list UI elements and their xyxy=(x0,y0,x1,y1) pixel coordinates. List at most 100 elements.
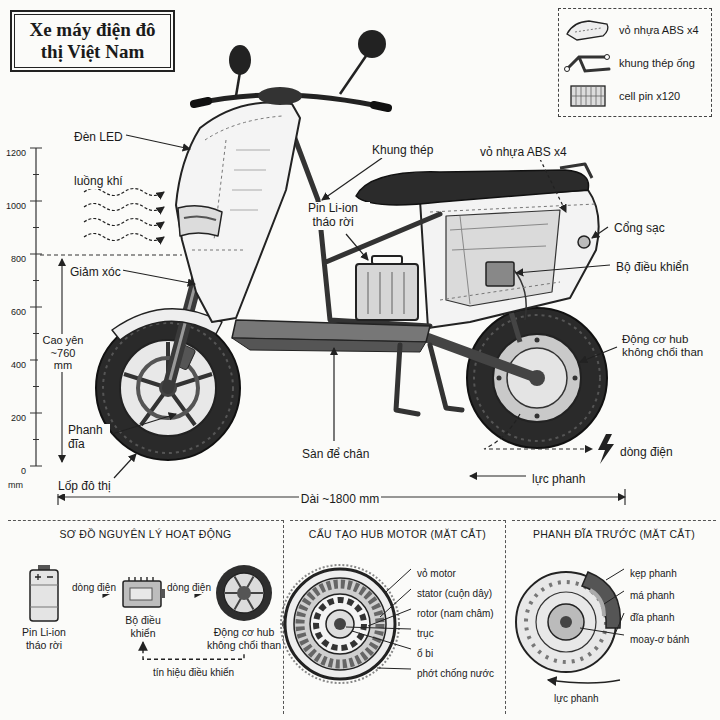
part-label: Cao yên ~760 mm xyxy=(38,334,88,372)
label-slot: trục xyxy=(415,623,436,641)
label-slot: Đèn LED xyxy=(72,127,125,145)
controller-plate xyxy=(130,588,152,600)
component-caption: Pin Li-ion tháo rời xyxy=(12,623,76,651)
cell-pack-grid xyxy=(571,86,605,106)
scooter-part xyxy=(236,72,240,96)
leader-lines-part xyxy=(322,158,382,200)
part-label: Động cơ hub không chổi than xyxy=(620,333,714,359)
unit-label: mm xyxy=(6,480,25,490)
leader-lines-part xyxy=(470,475,526,476)
part-label: Giảm xóc xyxy=(68,266,123,280)
part-label: lực phanh xyxy=(530,473,587,487)
scooter-part xyxy=(112,309,222,340)
disc-brake-section-part-part xyxy=(580,569,624,641)
disc-brake-section-part xyxy=(548,569,624,683)
part-label: Khung thép xyxy=(370,144,435,158)
scooter-part xyxy=(560,164,592,178)
label-slot: phớt chống nước xyxy=(415,663,496,681)
edge-label-slot: dòng điện xyxy=(34,577,154,595)
scooter-part xyxy=(420,190,599,328)
scooter-part xyxy=(428,338,537,378)
part-label: Pin Li-ion tháo rời xyxy=(296,202,370,230)
label-slot: stator (cuộn dây) xyxy=(415,583,494,601)
part-label: dòng điện xyxy=(618,446,675,460)
disc-brake-section-part xyxy=(582,572,620,628)
scooter-part xyxy=(497,376,502,381)
scooter-part xyxy=(178,206,222,236)
leader-lines-part xyxy=(592,227,608,238)
part-label: trục xyxy=(415,628,436,640)
part-label: má phanh xyxy=(628,590,676,602)
disc-brake-section-part xyxy=(526,582,606,662)
scooter-part xyxy=(535,338,540,343)
edge-label-slot: tín hiệu điều khiển xyxy=(134,662,254,680)
component-icon xyxy=(27,563,61,623)
component-node: Pin Li-ion tháo rời xyxy=(12,563,76,651)
ruler-number: 800 xyxy=(9,254,28,264)
title-text: Xe máy điện đô thị Việt Nam xyxy=(20,19,165,63)
edge-label-slot: dòng điện xyxy=(129,577,249,595)
leader-lines-part xyxy=(580,347,617,362)
leader-lines-part xyxy=(114,454,136,478)
scooter-part xyxy=(288,120,440,326)
label-slot: Sàn để chân xyxy=(300,444,371,462)
component-caption: Bộ điều khiển xyxy=(112,611,174,639)
scooter-part xyxy=(358,30,386,58)
tube-frame-icon xyxy=(567,57,609,71)
part-label: kẹp phanh xyxy=(628,568,679,580)
label-slot: lực phanh xyxy=(530,469,587,487)
scooter xyxy=(96,30,607,460)
scooter-part xyxy=(368,272,404,314)
label-slot: Khung thép xyxy=(370,140,435,158)
height-ruler-part xyxy=(30,148,42,466)
panel-heading: PHANH ĐĨA TRƯỚC (MẶT CẮT) xyxy=(512,521,716,541)
part-label: ổ bi xyxy=(415,648,435,660)
panel-heading: SƠ ĐỒ NGUYÊN LÝ HOẠT ĐỘNG xyxy=(8,521,283,541)
ruler-number: 0 xyxy=(19,466,28,476)
scooter-part xyxy=(232,338,426,352)
diagram-panel: SƠ ĐỒ NGUYÊN LÝ HOẠT ĐỘNG Pin Li-ion tháo… xyxy=(8,520,284,714)
component-caption: Động cơ hub không chổi than xyxy=(204,623,284,651)
label-slot: đĩa phanh xyxy=(628,607,677,625)
label-slot: rotor (nam châm) xyxy=(415,603,496,621)
label-slot: 400 xyxy=(2,354,28,372)
label-slot: kẹp phanh xyxy=(628,563,679,581)
component-icon xyxy=(214,563,274,623)
hub-motor-section-part xyxy=(310,594,370,654)
leader-lines xyxy=(84,135,617,478)
part-label: luồng khí xyxy=(72,175,125,189)
hub-motor-section-part xyxy=(346,569,411,669)
controller-plug xyxy=(161,589,165,598)
part-label: đĩa phanh xyxy=(628,612,677,624)
hub-motor-section-part xyxy=(316,600,364,648)
cell-pack-icon xyxy=(571,86,605,106)
label-slot: vỏ motor xyxy=(415,563,458,581)
leader-lines-part xyxy=(84,204,164,211)
panel-heading: CẤU TẠO HUB MOTOR (MẶT CẮT) xyxy=(290,521,505,541)
scooter-part xyxy=(430,204,596,300)
label-slot: 1200 xyxy=(2,142,28,160)
battery-body xyxy=(30,570,58,621)
leader-lines-part xyxy=(112,414,176,434)
scooter-part xyxy=(450,216,548,304)
ruler-number: 400 xyxy=(9,360,28,370)
label-slot: moay-ơ bánh xyxy=(628,629,691,647)
scooter-part xyxy=(356,264,418,320)
component-node: Động cơ hub không chổi than xyxy=(204,563,284,651)
scooter-part xyxy=(535,414,540,419)
ruler-number: 600 xyxy=(9,307,28,317)
leader-lines-part xyxy=(540,159,566,212)
disc-brake-section-part xyxy=(590,590,604,616)
component-node: Bộ điều khiển xyxy=(112,575,174,639)
label-slot: lực phanh xyxy=(552,688,601,706)
edge-label: tín hiệu điều khiển xyxy=(152,667,235,679)
label-slot: Lốp đô thị xyxy=(56,476,113,494)
label-slot: 1000 xyxy=(2,195,28,213)
legend-text: khung thép ống xyxy=(619,57,695,69)
scooter-part xyxy=(340,56,366,94)
label-slot: Giảm xóc xyxy=(68,262,123,280)
legend-text: cell pin x120 xyxy=(619,90,680,102)
component-icon xyxy=(120,575,166,611)
